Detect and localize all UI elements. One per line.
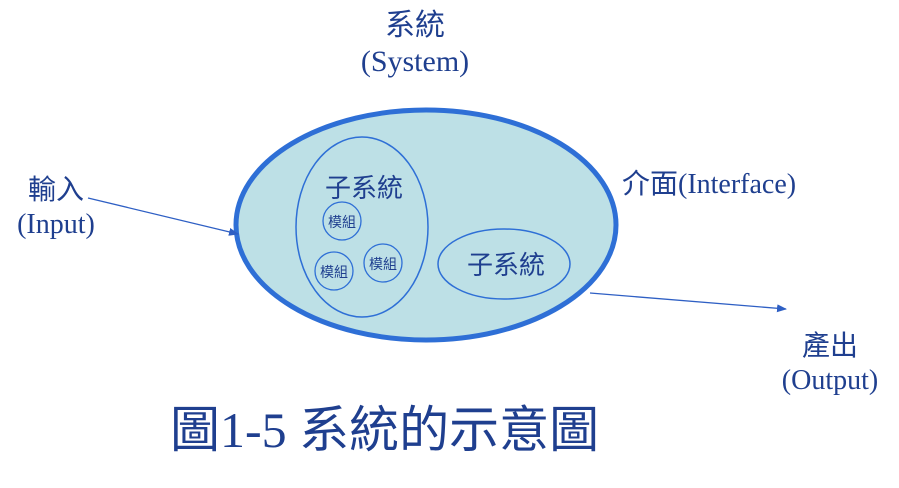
input-label-zh: 輸入 bbox=[27, 175, 84, 206]
system-boundary bbox=[233, 107, 619, 343]
system-label-en: (System) bbox=[360, 45, 470, 78]
input-label-en: (Input) bbox=[17, 208, 95, 240]
subsystem-right-label: 子系統 bbox=[467, 251, 545, 280]
output-arrow bbox=[589, 292, 787, 313]
interface-label: 介面(Interface) bbox=[622, 169, 797, 200]
output-label-zh: 產出 bbox=[801, 331, 858, 362]
module-circle-2 bbox=[314, 251, 354, 291]
subsystem-right-boundary bbox=[437, 228, 571, 300]
module-label-2: 模組 bbox=[320, 265, 348, 281]
figure-caption: 圖1-5 系統的示意圖 bbox=[170, 402, 600, 458]
subsystem-left-label: 子系統 bbox=[325, 174, 403, 203]
subsystem-left-boundary bbox=[295, 136, 429, 318]
input-label: 輸入 (Input) bbox=[4, 174, 108, 241]
input-arrow bbox=[87, 197, 239, 236]
module-circle-1 bbox=[322, 201, 362, 241]
system-label: 系統 (System) bbox=[330, 8, 500, 80]
system-label-zh: 系統 bbox=[385, 9, 445, 42]
module-label-1: 模組 bbox=[328, 215, 356, 231]
output-label: 產出 (Output) bbox=[765, 330, 895, 397]
module-circle-3 bbox=[363, 243, 403, 283]
module-label-3: 模組 bbox=[369, 257, 397, 273]
output-label-en: (Output) bbox=[781, 364, 879, 396]
